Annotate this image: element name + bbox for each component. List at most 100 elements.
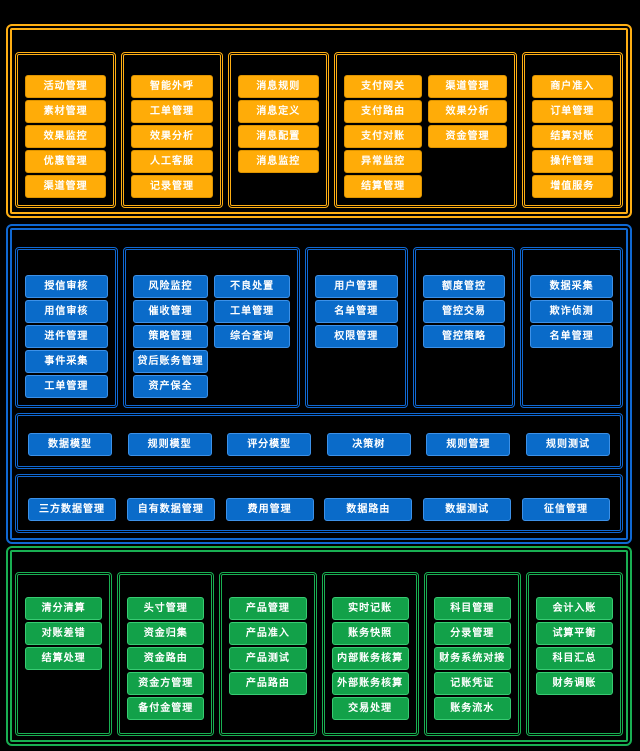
module-strip-frame: 三方数据管理自有数据管理费用管理数据路由数据测试征信管理 — [14, 473, 624, 534]
module-box: 分录管理 — [433, 622, 511, 645]
module-box: 渠道管理 — [25, 175, 107, 198]
group-row: 活动管理素材管理效果监控优惠管理渠道管理智能外呼工单管理效果分析人工客服记录管理… — [14, 51, 624, 209]
module-box: 授信审核 — [25, 275, 108, 298]
module-group-frame: 消息规则消息定义消息配置消息监控 — [227, 51, 330, 209]
module-group-frame: 会计入账试算平衡科目汇总财务调账 — [525, 571, 624, 737]
module-box: 异常监控 — [343, 150, 423, 173]
module-box: 操作管理 — [531, 150, 613, 173]
module-column: 活动管理素材管理效果监控优惠管理渠道管理 — [25, 75, 107, 201]
module-box: 评分模型 — [227, 433, 312, 456]
module-box: 账务流水 — [433, 697, 511, 720]
module-box: 资产保全 — [132, 375, 209, 398]
module-strip-frame: 数据模型规则模型评分模型决策树规则管理规则测试 — [14, 412, 624, 470]
module-column: 科目管理分录管理财务系统对接记账凭证账务流水 — [433, 597, 511, 729]
module-box: 消息监控 — [237, 150, 319, 173]
module-column: 消息规则消息定义消息配置消息监控 — [237, 75, 319, 201]
module-box: 结算管理 — [343, 175, 423, 198]
section-body: 活动管理素材管理效果监控优惠管理渠道管理智能外呼工单管理效果分析人工客服记录管理… — [12, 30, 626, 221]
module-box: 产品管理 — [229, 597, 307, 620]
module-box: 不良处置 — [214, 275, 290, 298]
module-box: 征信管理 — [521, 498, 610, 521]
module-group-frame: 智能外呼工单管理效果分析人工客服记录管理 — [120, 51, 224, 209]
module-column: 风险监控催收管理策略管理贷后账务管理资产保全 — [132, 275, 209, 401]
module-box: 产品测试 — [229, 647, 307, 670]
module-box: 交易处理 — [331, 697, 409, 720]
section-clearing-accounting: 清分清算对账差错结算处理头寸管理资金归集资金路由资金方管理备付金管理产品管理产品… — [6, 546, 632, 746]
module-box: 工单管理 — [25, 375, 108, 398]
module-column: 渠道管理效果分析资金管理 — [428, 75, 507, 201]
section-body: 授信审核用信审核进件管理事件采集工单管理风险监控催收管理策略管理贷后账务管理资产… — [12, 230, 626, 546]
group-row: 清分清算对账差错结算处理头寸管理资金归集资金路由资金方管理备付金管理产品管理产品… — [14, 571, 624, 737]
module-box: 人工客服 — [131, 150, 213, 173]
module-box: 资金方管理 — [127, 672, 205, 695]
module-box: 数据路由 — [324, 498, 413, 521]
module-box: 结算处理 — [25, 647, 103, 670]
section-body: 清分清算对账差错结算处理头寸管理资金归集资金路由资金方管理备付金管理产品管理产品… — [12, 552, 626, 749]
module-box: 增值服务 — [531, 175, 613, 198]
module-box: 规则测试 — [525, 433, 610, 456]
module-box: 结算对账 — [531, 125, 613, 148]
module-box: 数据采集 — [530, 275, 614, 298]
module-box: 外部账务核算 — [331, 672, 409, 695]
module-box: 三方数据管理 — [28, 498, 116, 521]
module-box: 工单管理 — [131, 100, 213, 123]
module-box: 内部账务核算 — [331, 647, 409, 670]
module-box: 素材管理 — [25, 100, 107, 123]
module-box: 综合查询 — [214, 325, 290, 348]
section-operations: 活动管理素材管理效果监控优惠管理渠道管理智能外呼工单管理效果分析人工客服记录管理… — [6, 24, 632, 218]
module-column: 清分清算对账差错结算处理 — [25, 597, 103, 729]
module-box: 自有数据管理 — [126, 498, 215, 521]
module-box: 实时记账 — [331, 597, 409, 620]
module-group-frame: 额度管控管控交易管控策略 — [412, 246, 516, 409]
module-box: 支付网关 — [343, 75, 423, 98]
module-box: 用户管理 — [314, 275, 398, 298]
module-box: 科目汇总 — [535, 647, 614, 670]
module-column: 不良处置工单管理综合查询 — [214, 275, 290, 401]
module-box: 消息定义 — [237, 100, 319, 123]
module-group-frame: 科目管理分录管理财务系统对接记账凭证账务流水 — [423, 571, 522, 737]
module-box: 名单管理 — [530, 325, 614, 348]
module-box: 备付金管理 — [127, 697, 205, 720]
module-box: 消息规则 — [237, 75, 319, 98]
module-box: 支付对账 — [343, 125, 423, 148]
module-box: 名单管理 — [314, 300, 398, 323]
module-box: 规则管理 — [426, 433, 511, 456]
module-box: 进件管理 — [25, 325, 108, 348]
module-box: 权限管理 — [314, 325, 398, 348]
module-box: 渠道管理 — [428, 75, 507, 98]
module-group-frame: 风险监控催收管理策略管理贷后账务管理资产保全不良处置工单管理综合查询 — [122, 246, 301, 409]
module-column: 实时记账账务快照内部账务核算外部账务核算交易处理 — [331, 597, 409, 729]
module-box: 试算平衡 — [535, 622, 614, 645]
module-box: 账务快照 — [331, 622, 409, 645]
module-column: 授信审核用信审核进件管理事件采集工单管理 — [25, 275, 108, 401]
module-box: 资金路由 — [127, 647, 205, 670]
module-box: 费用管理 — [225, 498, 314, 521]
module-box: 智能外呼 — [131, 75, 213, 98]
module-group-frame: 产品管理产品准入产品测试产品路由 — [218, 571, 318, 737]
module-group-frame: 实时记账账务快照内部账务核算外部账务核算交易处理 — [321, 571, 420, 737]
module-box: 工单管理 — [214, 300, 290, 323]
module-column: 产品管理产品准入产品测试产品路由 — [229, 597, 307, 729]
module-box: 效果监控 — [25, 125, 107, 148]
module-box: 资金管理 — [428, 125, 507, 148]
module-box: 优惠管理 — [25, 150, 107, 173]
module-column: 用户管理名单管理权限管理 — [314, 275, 398, 401]
module-column: 头寸管理资金归集资金路由资金方管理备付金管理 — [127, 597, 205, 729]
module-box: 规则模型 — [127, 433, 212, 456]
module-box: 策略管理 — [132, 325, 209, 348]
module-column: 数据采集欺诈侦测名单管理 — [530, 275, 614, 401]
module-box: 订单管理 — [531, 100, 613, 123]
module-box: 额度管控 — [422, 275, 506, 298]
module-column: 会计入账试算平衡科目汇总财务调账 — [535, 597, 614, 729]
module-group-frame: 授信审核用信审核进件管理事件采集工单管理 — [14, 246, 119, 409]
module-box: 决策树 — [326, 433, 411, 456]
module-box: 效果分析 — [428, 100, 507, 123]
section-risk-decision: 授信审核用信审核进件管理事件采集工单管理风险监控催收管理策略管理贷后账务管理资产… — [6, 224, 632, 544]
module-box: 对账差错 — [25, 622, 103, 645]
module-box: 支付路由 — [343, 100, 423, 123]
module-box: 贷后账务管理 — [132, 350, 209, 373]
module-box: 头寸管理 — [127, 597, 205, 620]
module-box: 管控交易 — [422, 300, 506, 323]
module-column: 支付网关支付路由支付对账异常监控结算管理 — [343, 75, 423, 201]
